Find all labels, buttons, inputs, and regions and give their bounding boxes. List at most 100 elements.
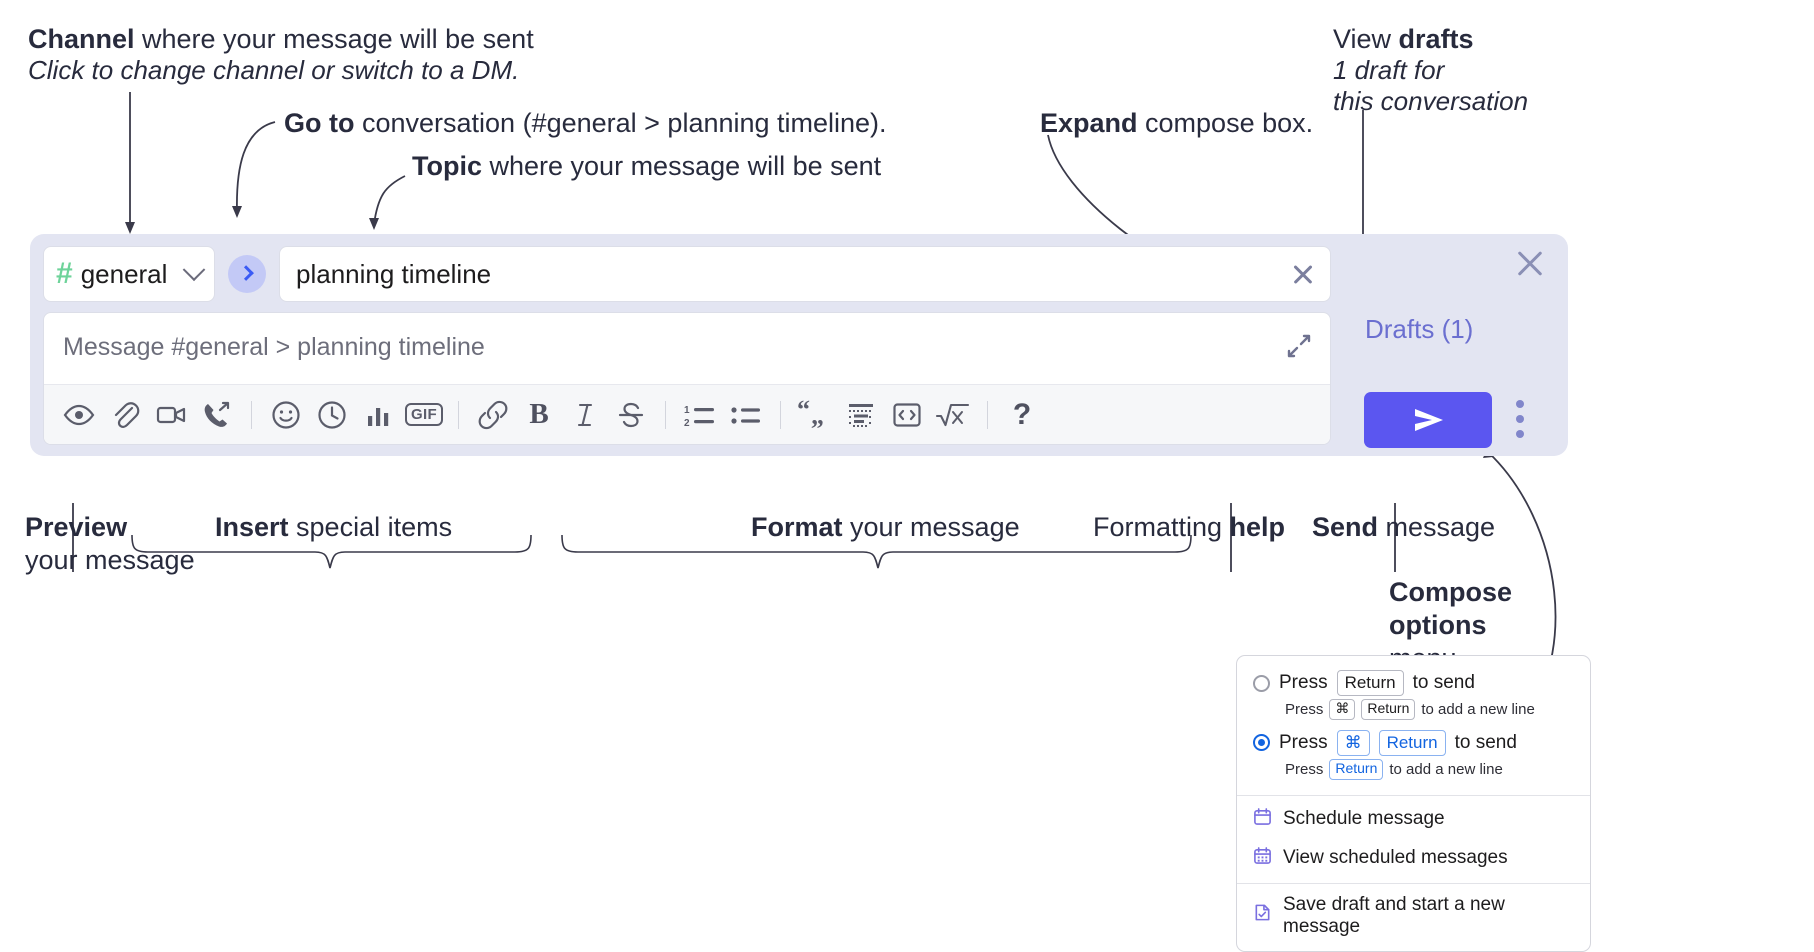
key-command: ⌘ xyxy=(1329,699,1356,720)
radio-cmd-return[interactable] xyxy=(1253,734,1270,752)
separator-3 xyxy=(665,400,666,429)
message-placeholder: Message #general > planning timeline xyxy=(63,333,485,361)
option1-post: to send xyxy=(1412,672,1475,694)
code-icon[interactable] xyxy=(884,392,930,438)
key-return: Return xyxy=(1336,670,1404,697)
svg-text:“: “ xyxy=(797,399,810,424)
annotation-drafts-sub2: this conversation xyxy=(1333,86,1529,116)
key-return-sub: Return xyxy=(1361,699,1416,720)
code-block-icon[interactable] xyxy=(838,392,884,438)
send-option-return-hint: Press ⌘ Return to add a new line xyxy=(1237,696,1590,726)
menu-item-label: Schedule message xyxy=(1283,808,1445,829)
send-button[interactable] xyxy=(1364,392,1492,448)
go-to-conversation-button[interactable] xyxy=(228,255,266,293)
calendar-grid-icon xyxy=(1253,846,1272,871)
svg-text:„: „ xyxy=(811,401,824,430)
clear-topic-icon[interactable] xyxy=(1290,261,1316,287)
option2-sub-post: to add a new line xyxy=(1389,760,1503,778)
calendar-icon xyxy=(1253,807,1272,832)
poll-icon[interactable] xyxy=(355,392,401,438)
option2-sub-pre: Press xyxy=(1285,760,1324,778)
clock-icon[interactable] xyxy=(309,392,355,438)
option1-pre: Press xyxy=(1279,672,1328,694)
hash-icon: # xyxy=(56,257,73,290)
annotation-preview-line2: your message xyxy=(25,545,195,575)
close-icon[interactable] xyxy=(1514,248,1546,280)
separator-4 xyxy=(780,400,781,429)
menu-item-schedule-message[interactable]: Schedule message xyxy=(1237,800,1590,839)
math-icon[interactable] xyxy=(930,392,976,438)
key-command-2: ⌘ xyxy=(1336,729,1370,756)
strikethrough-icon[interactable] xyxy=(608,392,654,438)
message-input-area[interactable]: Message #general > planning timeline xyxy=(43,312,1331,445)
composer-main: # general planning timeline Message #gen… xyxy=(43,246,1331,445)
attachment-icon[interactable] xyxy=(102,392,148,438)
separator-1 xyxy=(251,400,252,429)
channel-selector[interactable]: # general xyxy=(43,246,215,302)
blockquote-icon[interactable]: “ „ xyxy=(792,392,838,438)
option1-sub-pre: Press xyxy=(1285,701,1324,718)
formatting-help-icon[interactable]: ? xyxy=(1012,397,1032,431)
annotation-expand: Expand compose box. xyxy=(1040,108,1314,138)
preview-icon[interactable] xyxy=(56,392,102,438)
key-return-sub-2: Return xyxy=(1329,759,1384,780)
chevron-down-icon xyxy=(182,258,206,282)
bold-icon[interactable]: B xyxy=(529,398,549,430)
kebab-dot-3 xyxy=(1516,430,1524,438)
composer-header-row: # general planning timeline xyxy=(43,246,1331,302)
annotation-formatting-help: Formatting help xyxy=(1093,512,1286,542)
kebab-dot-2 xyxy=(1516,415,1524,423)
menu-item-label: View scheduled messages xyxy=(1283,847,1508,868)
send-arrow-icon xyxy=(1415,409,1443,431)
topic-input[interactable]: planning timeline xyxy=(279,246,1331,302)
emoji-icon[interactable] xyxy=(263,392,309,438)
annotation-topic: Topic where your message will be sent xyxy=(412,151,882,181)
svg-text:1: 1 xyxy=(684,405,690,416)
separator-2 xyxy=(458,400,459,429)
link-icon[interactable] xyxy=(470,392,516,438)
svg-text:2: 2 xyxy=(684,418,690,429)
gif-icon[interactable]: GIF xyxy=(401,392,447,438)
annotation-format: Format your message xyxy=(751,512,1020,542)
composer-right-column: Drafts (1) xyxy=(1331,234,1568,456)
annotation-compose-options-2: options xyxy=(1389,610,1487,640)
menu-item-view-scheduled-messages[interactable]: View scheduled messages xyxy=(1237,839,1590,878)
document-check-icon xyxy=(1253,903,1272,928)
annotation-drafts-sub1: 1 draft for xyxy=(1333,55,1445,85)
message-composer-panel: # general planning timeline Message #gen… xyxy=(30,234,1568,456)
audio-call-icon[interactable] xyxy=(194,392,240,438)
annotation-compose-options-1: Compose xyxy=(1389,577,1513,607)
menu-divider-1 xyxy=(1237,794,1590,796)
annotation-preview: Preview xyxy=(25,512,128,542)
annotation-goto: Go to conversation (#general > planning … xyxy=(284,108,887,138)
menu-divider-2 xyxy=(1237,882,1590,884)
option1-sub-post: to add a new line xyxy=(1421,701,1535,718)
channel-name: general xyxy=(80,258,168,289)
option2-post: to send xyxy=(1454,731,1517,753)
kebab-dot-1 xyxy=(1516,400,1524,408)
chevron-right-icon xyxy=(237,264,254,281)
topic-value: planning timeline xyxy=(296,258,492,289)
video-icon[interactable] xyxy=(148,392,194,438)
expand-compose-icon[interactable] xyxy=(1286,333,1312,359)
key-return-2: Return xyxy=(1378,729,1446,756)
annotation-channel-sub: Click to change channel or switch to a D… xyxy=(28,55,520,85)
drafts-link[interactable]: Drafts (1) xyxy=(1365,314,1474,344)
annotation-send: Send message xyxy=(1312,512,1496,542)
ordered-list-icon[interactable]: 1 2 xyxy=(677,392,723,438)
radio-return[interactable] xyxy=(1253,674,1270,692)
bulleted-list-icon[interactable] xyxy=(723,392,769,438)
send-option-cmd-return[interactable]: Press ⌘ Return to send xyxy=(1237,726,1590,756)
compose-options-button[interactable] xyxy=(1516,400,1524,445)
italic-icon[interactable] xyxy=(562,392,608,438)
formatting-toolbar: GIF B xyxy=(44,384,1330,444)
send-option-return[interactable]: Press Return to send xyxy=(1237,666,1590,697)
compose-options-menu: Press Return to send Press ⌘ Return to a… xyxy=(1236,655,1591,952)
menu-item-save-draft[interactable]: Save draft and start a new message xyxy=(1237,887,1590,945)
option2-pre: Press xyxy=(1279,731,1328,753)
annotation-channel: Channel where your message will be sent xyxy=(28,24,534,54)
menu-item-label: Save draft and start a new message xyxy=(1283,893,1505,937)
annotation-insert: Insert special items xyxy=(215,512,453,542)
separator-5 xyxy=(987,400,988,429)
